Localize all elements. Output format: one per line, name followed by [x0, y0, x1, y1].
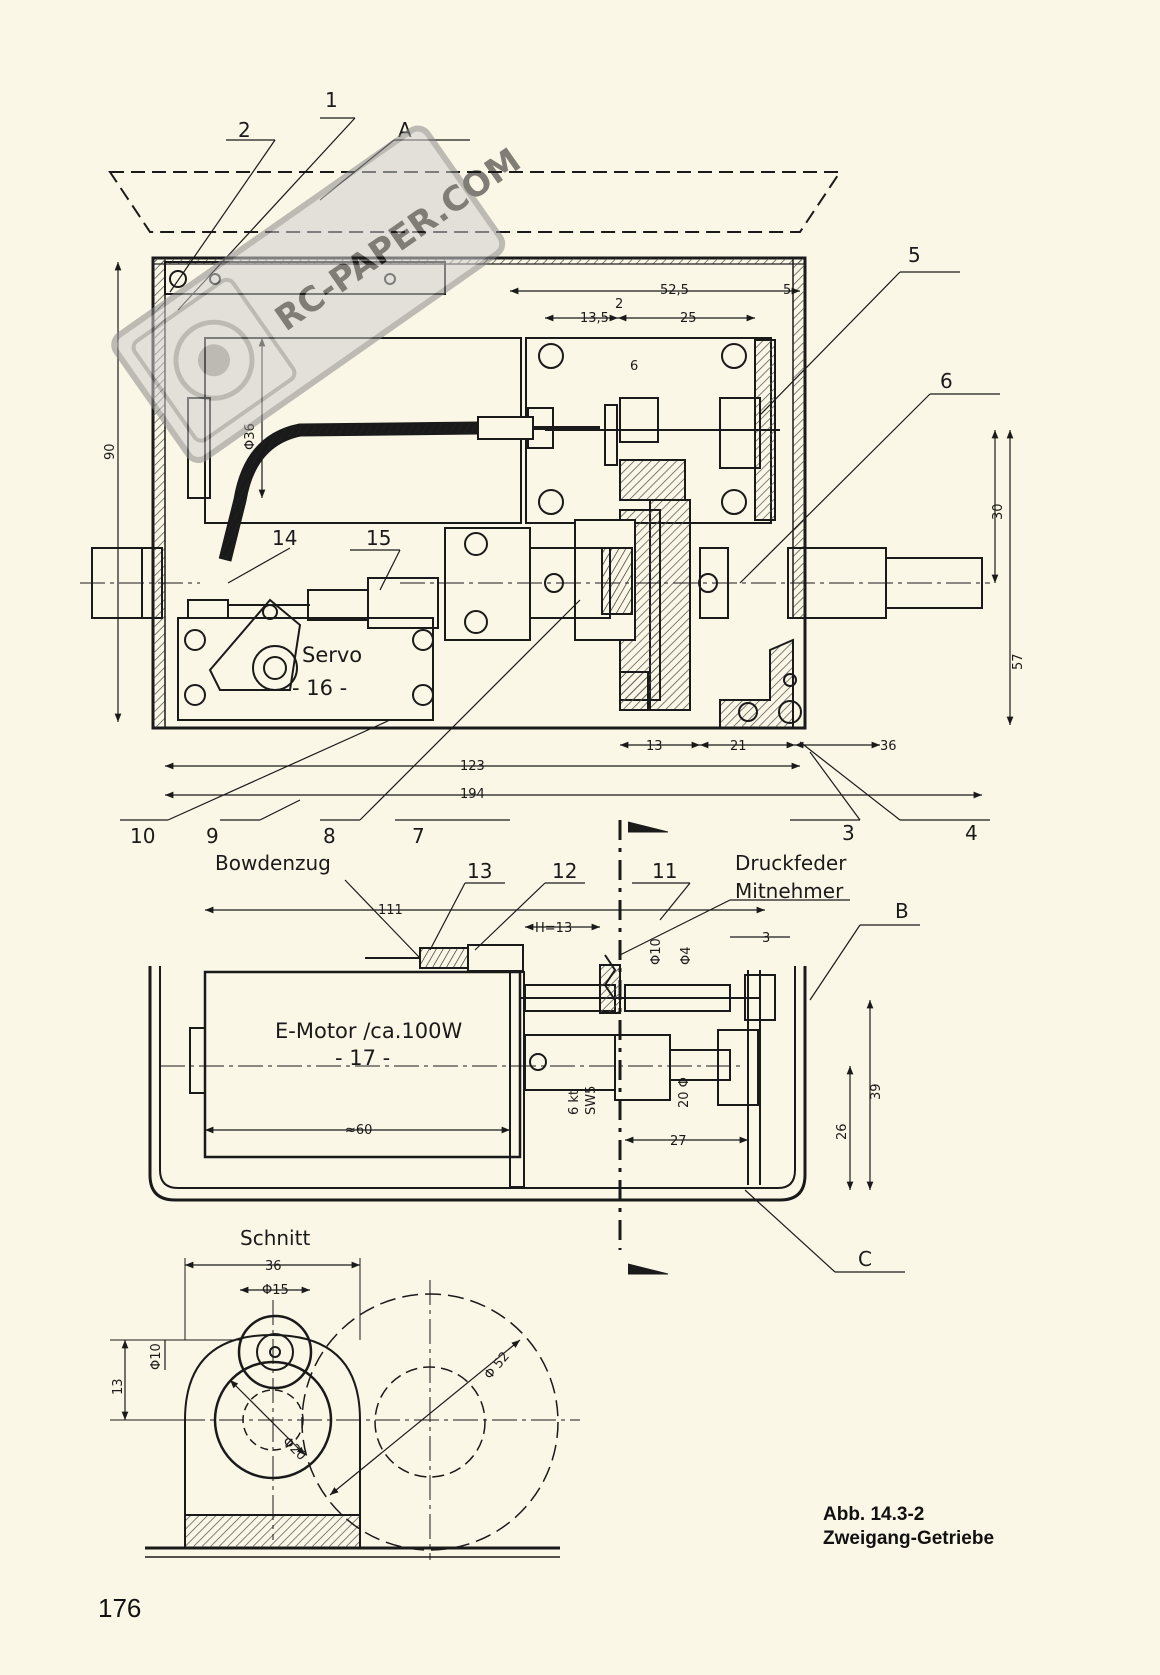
dim-36-bottom: 36 — [880, 739, 897, 754]
dim-36-section: 36 — [265, 1259, 282, 1274]
dim-phi-20: 20 Φ — [677, 1077, 692, 1108]
part-1-label: 1 — [325, 88, 338, 112]
wrench-size-1: 6 kt — [567, 1090, 582, 1115]
part-5-label: 5 — [908, 243, 921, 267]
dim-phi-4: Φ4 — [679, 946, 694, 965]
motor-label: E-Motor /ca.100W — [275, 1019, 462, 1043]
dim-57: 57 — [1011, 653, 1026, 670]
side-view — [148, 879, 920, 1273]
dim-30: 30 — [991, 503, 1006, 520]
letter-c-label: C — [858, 1247, 872, 1271]
dim-13: 13 — [646, 739, 663, 754]
page-number: 176 — [98, 1593, 142, 1623]
watermark-stamp: RC-PAPER.COM — [111, 125, 528, 463]
dim-phi-52: Φ 52 — [482, 1349, 513, 1382]
dim-3: 3 — [762, 931, 770, 946]
dim-39: 39 — [869, 1083, 884, 1100]
section-marker — [618, 820, 669, 1275]
letter-b-label: B — [895, 899, 909, 923]
part-15-label: 15 — [366, 526, 391, 550]
dim-52-5: 52,5 — [660, 283, 689, 298]
dim-26: 26 — [835, 1123, 850, 1140]
part-12-label: 12 — [552, 859, 577, 883]
figure-caption-title: Zweigang-Getriebe — [823, 1528, 995, 1549]
motor-number: - 17 - — [335, 1046, 390, 1070]
section-view-labels: Schnitt 36 Φ15 Φ10 13 Φ 52 Φ20 — [111, 1226, 513, 1464]
part-4-label: 4 — [965, 821, 978, 845]
schnitt-label: Schnitt — [240, 1226, 310, 1250]
part-3-label: 3 — [842, 821, 855, 845]
dim-27: 27 — [670, 1134, 687, 1149]
dim-phi-15: Φ15 — [262, 1283, 289, 1298]
wrench-size-2: SW5 — [584, 1086, 599, 1115]
dim-phi-20-section: Φ20 — [279, 1434, 309, 1464]
dim-25: 25 — [680, 311, 697, 326]
part-10-label: 10 — [130, 824, 155, 848]
mitnehmer-label: Mitnehmer — [735, 879, 844, 903]
side-view-labels: Bowdenzug 13 12 11 Druckfeder Mitnehmer … — [215, 851, 909, 1271]
part-7-label: 7 — [412, 824, 425, 848]
dim-21: 21 — [730, 739, 747, 754]
dim-phi-10-section: Φ10 — [149, 1343, 164, 1370]
part-2-label: 2 — [238, 118, 251, 142]
druckfeder-label: Druckfeder — [735, 851, 847, 875]
bowdenzug-label: Bowdenzug — [215, 851, 331, 875]
part-6-label: 6 — [940, 369, 953, 393]
dim-90: 90 — [103, 443, 118, 460]
figure-caption-number: Abb. 14.3-2 — [823, 1504, 925, 1525]
dim-5: 5 — [783, 283, 791, 298]
part-8-label: 8 — [323, 824, 336, 848]
dim-123: 123 — [460, 759, 485, 774]
part-9-label: 9 — [206, 824, 219, 848]
section-view — [110, 1258, 580, 1560]
dim-6: 6 — [630, 359, 638, 374]
servo-number: - 16 - — [292, 676, 347, 700]
dim-2: 2 — [615, 297, 623, 312]
dim-13-5: 13,5 — [580, 311, 609, 326]
top-view — [80, 117, 1014, 821]
part-13-label: 13 — [467, 859, 492, 883]
dim-60: ≈60 — [345, 1123, 372, 1138]
dim-194: 194 — [460, 787, 485, 802]
part-11-label: 11 — [652, 859, 677, 883]
dim-phi-10: Φ10 — [649, 938, 664, 965]
dim-13-section: 13 — [111, 1378, 126, 1395]
servo-label: Servo — [302, 643, 362, 667]
dim-h-13: H=13 — [535, 921, 572, 936]
top-view-labels: 1 2 A 5 6 14 15 Servo - 16 - 10 9 8 7 3 … — [103, 88, 1026, 848]
part-14-label: 14 — [272, 526, 297, 550]
dim-111: 111 — [378, 903, 403, 918]
